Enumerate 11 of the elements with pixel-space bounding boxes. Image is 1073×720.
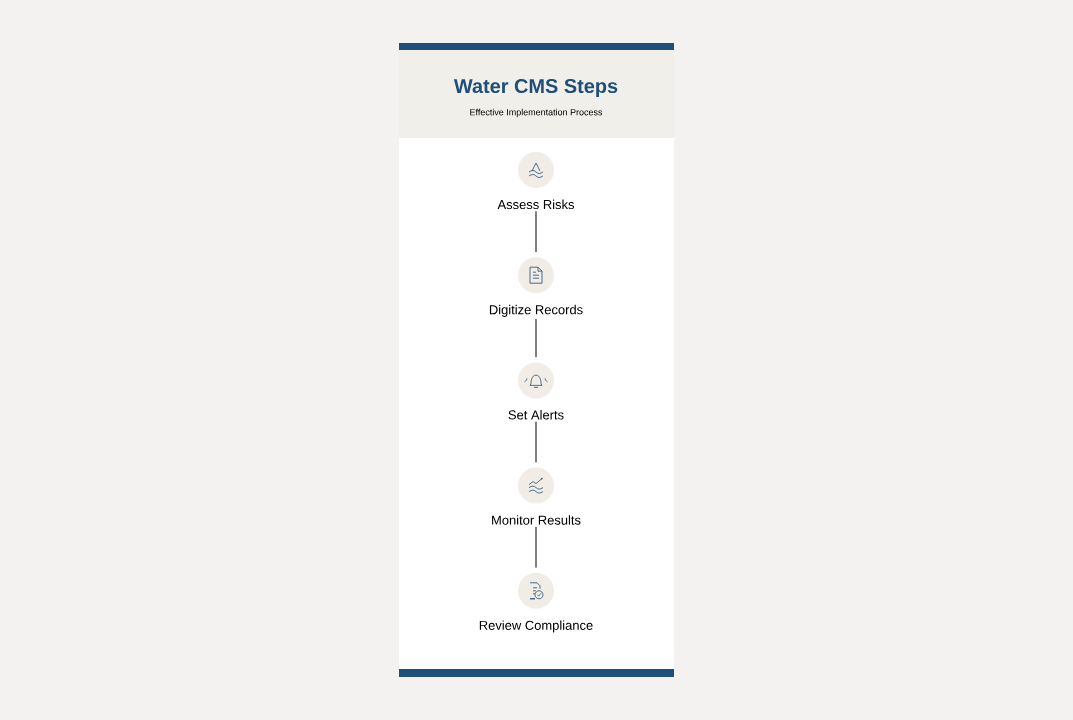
connector-line bbox=[535, 318, 537, 358]
connector-line bbox=[535, 421, 537, 463]
step-label: Review Compliance bbox=[479, 620, 593, 633]
step-label: Set Alerts bbox=[508, 410, 564, 420]
connector-line bbox=[535, 526, 537, 569]
subtitle: Effective Implementation Process bbox=[470, 108, 603, 118]
step-label: Assess Risks bbox=[497, 199, 575, 210]
step-label: Digitize Records bbox=[489, 304, 583, 317]
connector-line bbox=[535, 210, 537, 253]
title: Water CMS Steps bbox=[453, 79, 618, 98]
step-label: Monitor Results bbox=[492, 515, 581, 525]
